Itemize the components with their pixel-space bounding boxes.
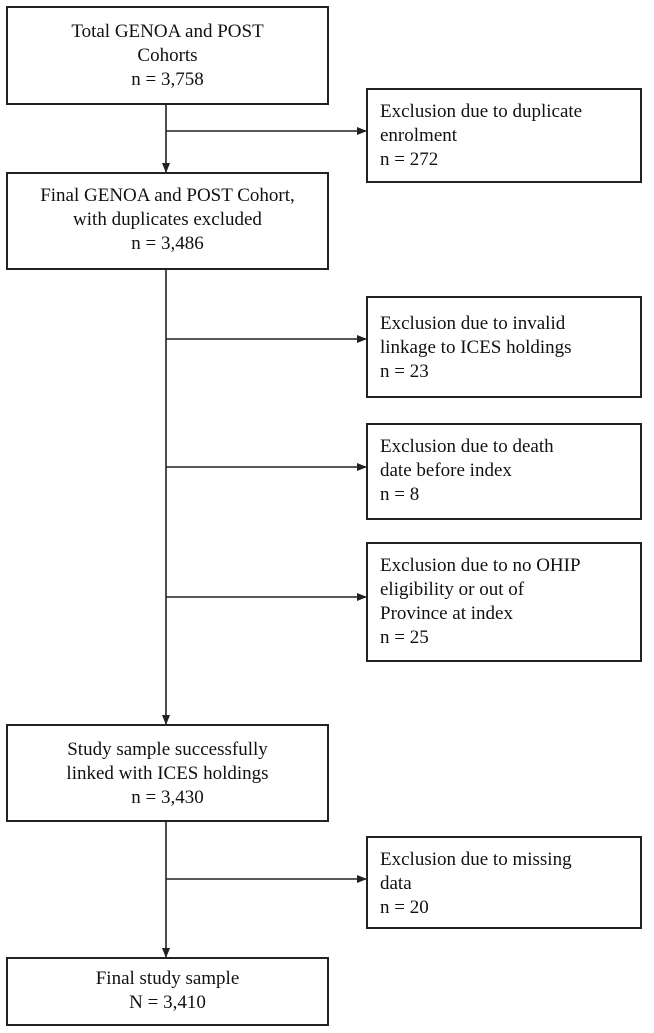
box-line: linkage to ICES holdings [380, 337, 572, 358]
box-line: N = 3,410 [129, 992, 206, 1013]
box-line: n = 20 [380, 897, 429, 918]
box-line: Exclusion due to death [380, 436, 554, 457]
box-line: data [380, 873, 412, 894]
box-line: Total GENOA and POST [71, 21, 264, 42]
box-excl-ohip: Exclusion due to no OHIP eligibility or … [366, 542, 642, 662]
box-excl-linkage: Exclusion due to invalid linkage to ICES… [366, 296, 642, 398]
box-line: with duplicates excluded [73, 209, 262, 230]
box-excl-death: Exclusion due to death date before index… [366, 423, 642, 520]
box-line: n = 3,430 [131, 787, 204, 808]
box-line: n = 25 [380, 627, 429, 648]
box-line: Study sample successfully [67, 739, 268, 760]
box-line: enrolment [380, 125, 458, 146]
box-line: Province at index [380, 603, 513, 624]
box-line: Exclusion due to no OHIP [380, 555, 581, 576]
box-line: n = 3,758 [131, 69, 204, 90]
box-line: Final GENOA and POST Cohort, [40, 185, 295, 206]
box-line: Exclusion due to missing [380, 849, 572, 870]
box-line: Exclusion due to duplicate [380, 101, 583, 122]
box-final-cohort: Final GENOA and POST Cohort, with duplic… [6, 172, 329, 270]
box-line: Cohorts [137, 45, 198, 66]
box-excl-missing: Exclusion due to missing data n = 20 [366, 836, 642, 929]
box-line: Final study sample [95, 968, 240, 989]
box-line: n = 272 [380, 149, 439, 170]
box-line: n = 3,486 [131, 233, 204, 254]
box-total-cohorts: Total GENOA and POST Cohorts n = 3,758 [6, 6, 329, 105]
box-study-sample: Study sample successfully linked with IC… [6, 724, 329, 822]
box-line: Exclusion due to invalid [380, 313, 566, 334]
box-line: linked with ICES holdings [66, 763, 269, 784]
box-line: eligibility or out of [380, 579, 525, 600]
box-final-sample: Final study sample N = 3,410 [6, 957, 329, 1026]
box-line: date before index [380, 460, 512, 481]
box-line: n = 23 [380, 361, 429, 382]
box-line: n = 8 [380, 484, 420, 505]
box-excl-duplicate: Exclusion due to duplicate enrolment n =… [366, 88, 642, 183]
